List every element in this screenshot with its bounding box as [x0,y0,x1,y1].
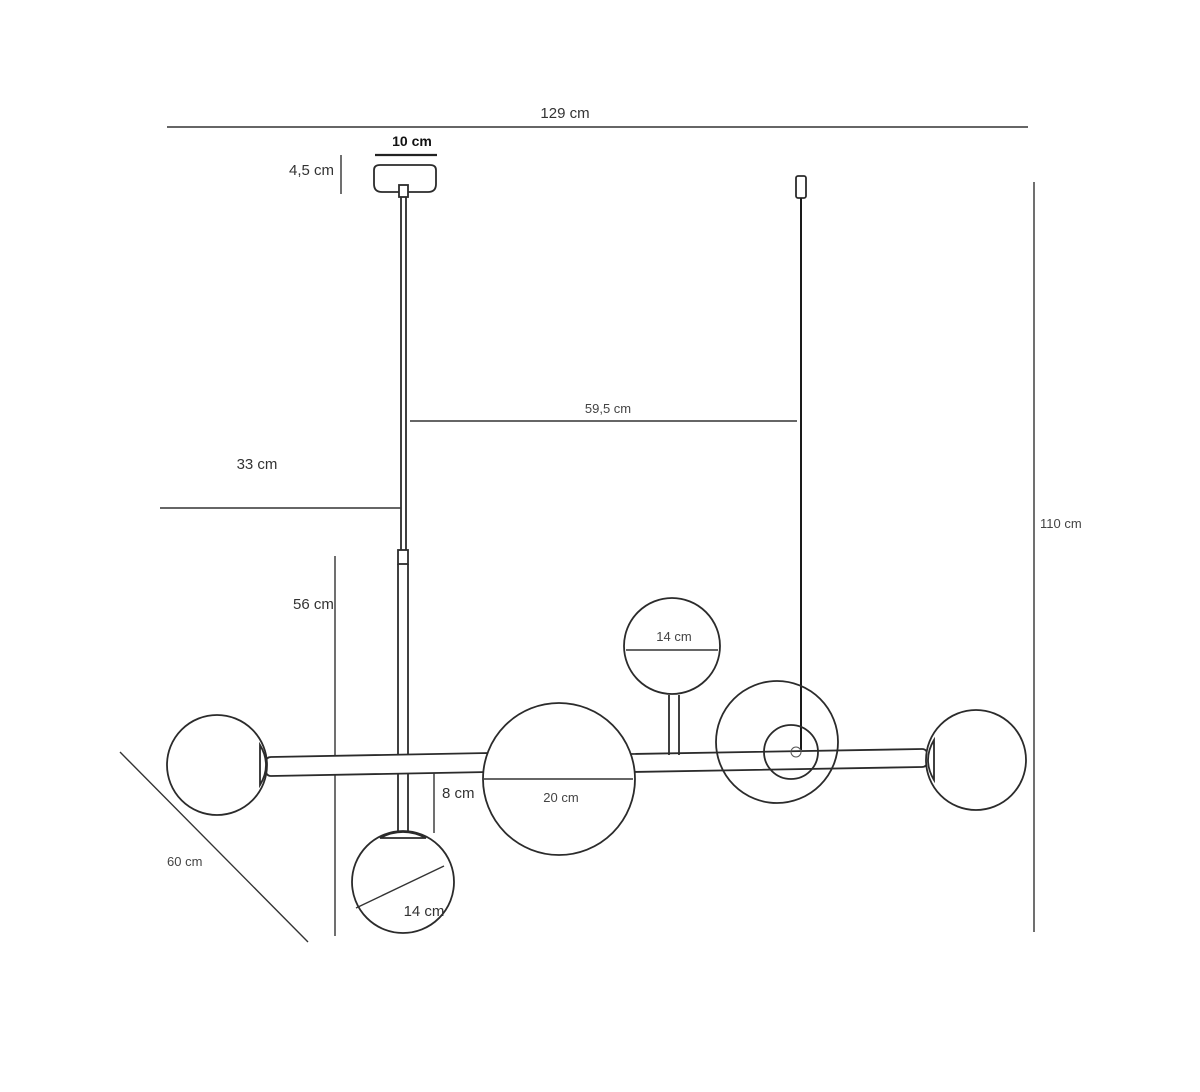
depth-dimension: 60 cm [119,751,309,943]
canopy-width-label: 10 cm [392,133,432,149]
canopy-height-label: 4,5 cm [289,162,334,179]
left-globe-holder [259,741,267,789]
canopy-width-dimension: 10 cm [375,133,437,157]
left-cable-connector [397,549,409,565]
bottom-globe-shape [351,830,455,934]
top-globe-shape [623,597,721,695]
front-globe [715,680,839,804]
right-globe-holder [927,736,935,784]
drop-height-label: 56 cm [293,596,334,613]
overall-width-label: 129 cm [540,105,589,122]
bottom-globe-holder [379,831,427,839]
stem-length-dimension: 8 cm [433,773,475,833]
left-suspension [397,197,409,565]
drop-height-dimension: 56 cm [293,556,336,936]
large-globe: 20 cm [482,702,636,856]
cable-spacing-dimension: 59,5 cm [410,401,797,422]
left-globe-shape [166,714,268,816]
bottom-globe: 14 cm [351,830,455,934]
bottom-globe-diameter-line [355,865,445,909]
right-globe [925,709,1027,811]
depth-line [119,751,309,943]
canopy-cable-grip [398,184,409,198]
horizontal-arm [264,748,929,777]
arm-left-segment [264,752,489,777]
right-suspension [795,175,807,750]
left-globe [166,714,268,816]
overall-width-dimension: 129 cm [167,105,1028,128]
top-globe-label: 14 cm [656,629,691,644]
front-globe-outer [715,680,839,804]
overall-height-label: 110 cm [1040,516,1082,531]
cable-spacing-label: 59,5 cm [585,401,631,416]
large-globe-label: 20 cm [543,790,578,805]
right-globe-shape [925,709,1027,811]
depth-label: 60 cm [167,854,202,869]
arm-right-segment [629,748,929,773]
front-globe-socket [790,746,802,758]
ceiling-canopy [373,164,437,198]
canopy-body [373,164,437,193]
stem-length-label: 8 cm [442,785,475,802]
front-globe-inner [763,724,819,780]
bottom-globe-label: 14 cm [404,903,445,920]
overall-height-dimension: 110 cm [1033,182,1082,932]
top-globe: 14 cm [623,597,721,755]
vertical-drop-rod [397,564,409,833]
right-cable-grip [795,175,807,199]
cable-offset-dimension: 33 cm [160,456,401,509]
canopy-height-dimension: 4,5 cm [289,155,342,194]
cable-offset-label: 33 cm [237,456,278,473]
